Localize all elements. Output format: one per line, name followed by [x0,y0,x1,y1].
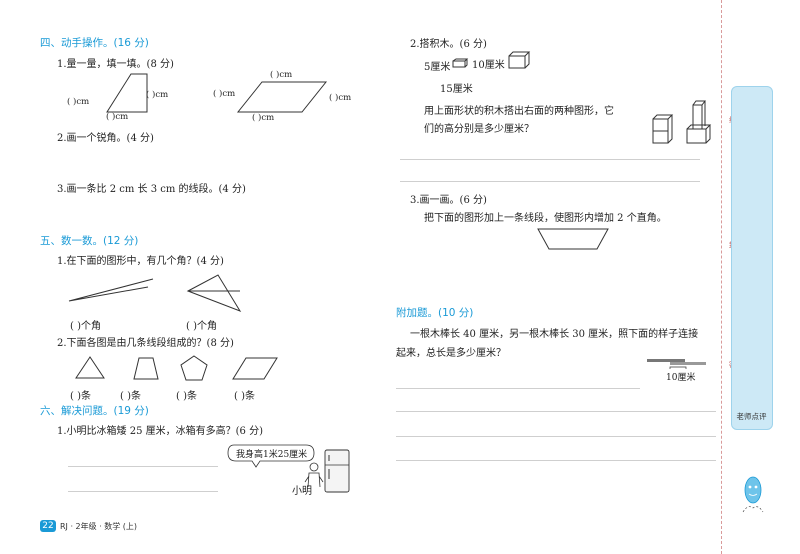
count-answer-1: ( )条 [70,391,91,402]
section4-score: (16 分) [113,37,149,49]
q5-1-a-answer: ( )个角 [70,321,101,332]
q-r3-body: 把下面的图形加上一条线段，使图形内增加 2 个直角。 [424,213,667,224]
bonus-body1: 一根木棒长 40 厘米，另一根木棒长 30 厘米，照下面的样子连接 [410,329,699,340]
bonus-score: (10 分) [438,307,474,319]
q-r2-text: 2.搭积木。(6 分) [410,39,487,50]
section6-title: 六、解决问题。(19 分) [40,403,149,418]
section5-score: (12 分) [103,235,139,247]
answer-line-q6b [68,491,218,492]
bubble-text: 我身高1米25厘米 [236,450,308,460]
answer-line-bonus-b [396,411,716,412]
q4-3-text: 3.画一条比 2 cm 长 3 cm 的线段。(4 分) [57,184,246,195]
parallelogram-shape [232,357,278,380]
para-bottom-label: ( )cm [252,113,275,123]
stack-figure-1-icon [652,114,674,144]
q-r2-body1: 用上面形状的积木搭出右面的两种图形，它 [424,106,614,117]
q5-2-text: 2.下面各图是由几条线段组成的？(8 分) [57,338,234,349]
trapezoid-shape [133,357,159,380]
answer-line-bonus-d [396,460,716,461]
triangle-shape [75,356,105,379]
answer-line-r2a [400,159,700,160]
parallelogram [236,81,328,113]
q5-1-b-answer: ( )个角 [186,321,217,332]
boy-figure-icon [304,462,324,488]
count-answer-4: ( )条 [234,391,255,402]
q-r3-text: 3.画一画。(6 分) [410,195,487,206]
count-answer-3: ( )条 [176,391,197,402]
q5-1-text: 1.在下面的图形中，有几个角？(4 分) [57,256,224,267]
section4-title-text: 四、动手操作。 [40,37,114,49]
section5-title: 五、数一数。(12 分) [40,233,138,248]
section6-score: (19 分) [113,405,149,417]
para-right-label: ( )cm [329,93,352,103]
bonus-title-text: 附加题。 [396,307,438,319]
boy-label: 小明 [292,486,312,497]
angle-figure-a [68,278,154,302]
bonus-body2: 起来，总长是多少厘米？ [396,348,506,359]
section5-title-text: 五、数一数。 [40,235,103,247]
trap-right-label: ( )cm [146,90,169,100]
para-left-label: ( )cm [213,89,236,99]
angle-figure-b [186,274,242,312]
teacher-comment-label: 老师点评 [736,412,767,421]
teacher-comment-box [731,86,773,430]
block-15cm-label: 15厘米 [440,84,473,95]
trap-bottom-label: ( )cm [106,112,129,122]
bonus-title: 附加题。(10 分) [396,305,473,320]
right-trapezoid [106,73,148,113]
stack-figure-2-icon [686,100,712,144]
q6-1-text: 1.小明比冰箱矮 25 厘米，冰箱有多高？(6 分) [57,426,263,437]
para-top-label: ( )cm [270,70,293,80]
answer-line-q6a [68,466,218,467]
answer-line-bonus-c [396,436,716,437]
block-5cm-label: 5厘米 [424,62,451,73]
answer-line-bonus-a [396,388,640,389]
section6-title-text: 六、解决问题。 [40,405,114,417]
q4-1-text: 1.量一量，填一填。(8 分) [57,59,174,70]
block-10cm-label: 10厘米 [472,60,505,71]
binding-dash-line [721,0,722,554]
q4-2-text: 2.画一个锐角。(4 分) [57,133,154,144]
pentagon-shape [180,355,208,381]
page-number-badge: 22 [40,520,56,532]
block-5cm-icon [452,58,469,68]
count-answer-2: ( )条 [120,391,141,402]
speech-bubble-icon [227,444,315,468]
trap-left-label: ( )cm [67,97,90,107]
sticks-diagram-icon [647,359,706,369]
footer-info: RJ · 2年级 · 数学 (上) [60,522,138,531]
fridge-icon [324,449,350,493]
sticks-10cm-label: 10厘米 [666,373,696,383]
inverted-trapezoid [537,228,609,250]
section4-title: 四、动手操作。(16 分) [40,35,149,50]
mascot-icon [742,476,764,513]
block-10cm-icon [508,51,531,69]
answer-line-r2b [400,181,700,182]
q-r2-body2: 们的高分别是多少厘米？ [424,124,534,135]
